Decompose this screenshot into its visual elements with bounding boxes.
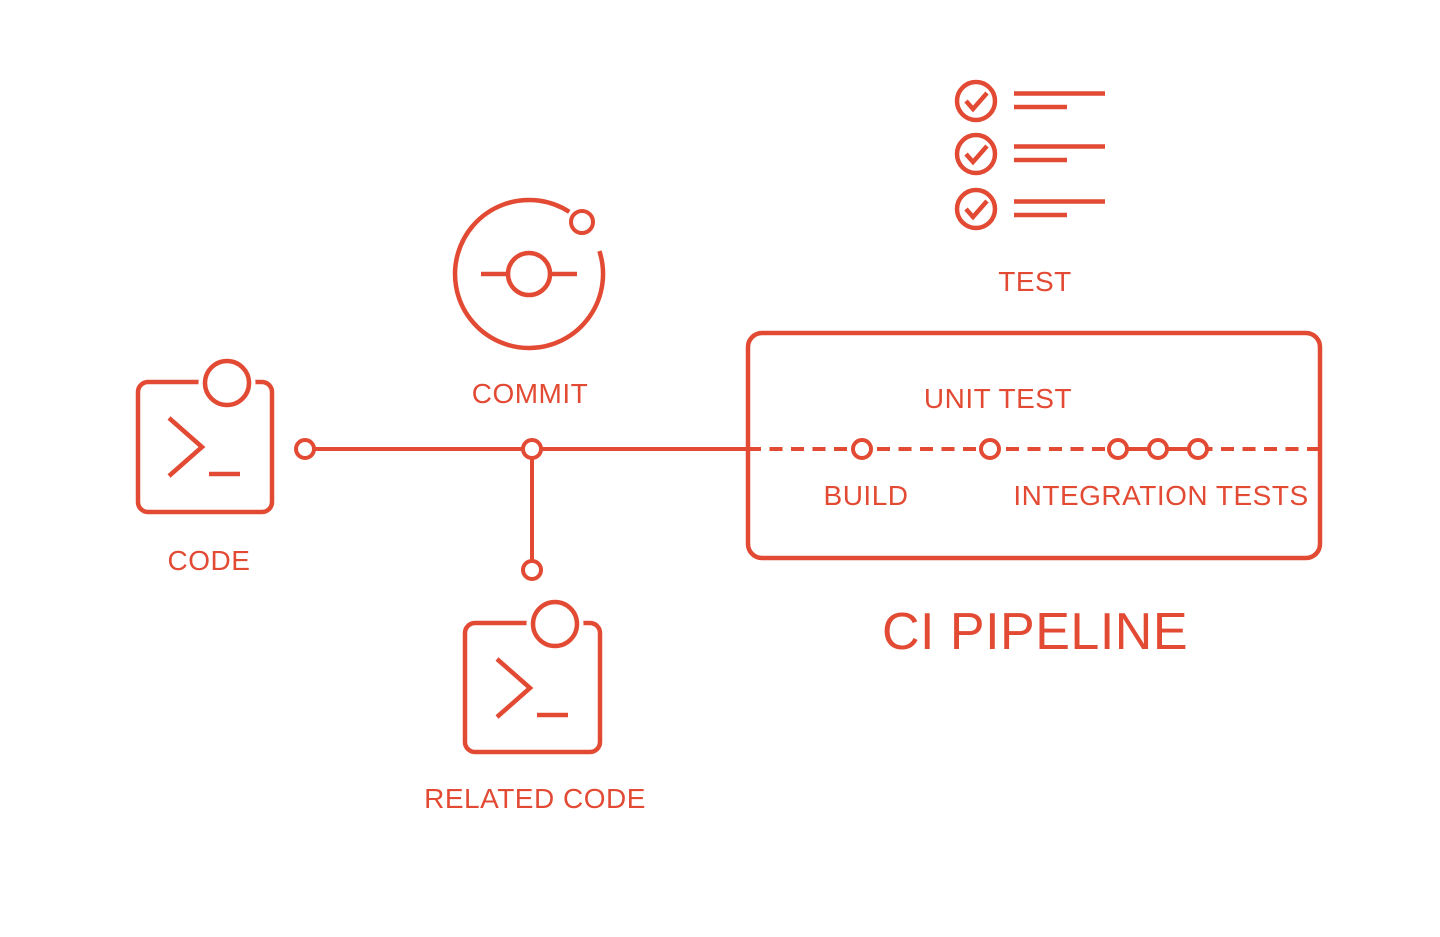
checklist-row xyxy=(954,187,1105,231)
pin-circle xyxy=(202,358,252,408)
checklist-row xyxy=(954,79,1105,123)
related-code-icon xyxy=(462,595,603,755)
related-code-label: RELATED CODE xyxy=(424,783,646,814)
unit-test-stage-label: UNIT TEST xyxy=(924,383,1072,414)
commit-orbit-arc xyxy=(452,197,606,351)
prompt-chevron-icon xyxy=(495,657,534,719)
pipeline-title: CI PIPELINE xyxy=(882,603,1188,661)
integration-test-node xyxy=(1107,438,1129,460)
branch-end-node xyxy=(521,559,543,581)
integration-test-node xyxy=(1147,438,1169,460)
pipeline-border xyxy=(745,330,1323,561)
checkmark-icon xyxy=(964,91,989,113)
pipeline-box xyxy=(745,330,1323,561)
code-icon xyxy=(135,354,275,515)
connector-lines xyxy=(305,447,748,570)
prompt-chevron-icon xyxy=(167,416,206,478)
integration-tests-stage-label: INTEGRATION TESTS xyxy=(1013,480,1308,511)
code-connector-node xyxy=(294,438,316,460)
checkmark-icon xyxy=(964,199,989,221)
pipeline-nodes xyxy=(294,438,1209,581)
orbit-satellite-circle xyxy=(569,209,595,235)
checklist-row xyxy=(954,132,1105,176)
checklist-icon xyxy=(954,79,1105,231)
commit-label: COMMIT xyxy=(472,378,589,409)
unit-test-stage-node xyxy=(979,438,1001,460)
build-stage-label: BUILD xyxy=(824,480,909,511)
check-circle-icon xyxy=(954,132,998,176)
code-label: CODE xyxy=(168,545,251,576)
checkmark-icon xyxy=(964,144,989,166)
test-label: TEST xyxy=(998,266,1072,297)
integration-test-node xyxy=(1187,438,1209,460)
check-circle-icon xyxy=(954,187,998,231)
check-circle-icon xyxy=(954,79,998,123)
pin-circle xyxy=(530,599,580,649)
branch-junction-node xyxy=(521,438,543,460)
commit-node-circle xyxy=(505,250,553,298)
build-stage-node xyxy=(851,438,873,460)
commit-icon xyxy=(452,197,606,351)
